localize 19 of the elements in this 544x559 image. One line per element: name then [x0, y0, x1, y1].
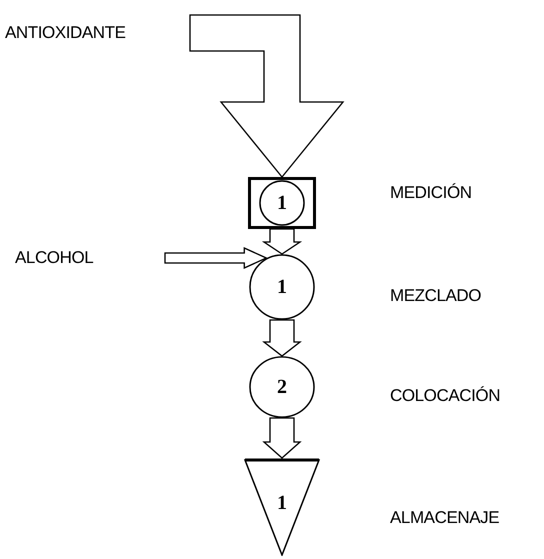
block-arrow: [262, 228, 302, 255]
block-arrow: [189, 14, 344, 178]
step-label: MEZCLADO: [390, 285, 482, 307]
step-number: 1: [277, 491, 287, 516]
block-arrow: [262, 319, 302, 357]
step-number: 1: [277, 275, 287, 300]
input-label: ANTIOXIDANTE: [5, 22, 126, 44]
step-label: MEDICIÓN: [390, 182, 472, 204]
step-number: 2: [277, 375, 287, 400]
operation-circle: [249, 356, 315, 418]
step-label: ALMACENAJE: [390, 507, 500, 529]
step-number: 1: [277, 191, 287, 216]
inspection-box: [248, 177, 316, 229]
operation-circle: [249, 254, 315, 320]
input-label: ALCOHOL: [15, 247, 94, 270]
block-arrow: [164, 247, 268, 269]
storage-triangle: [244, 458, 320, 556]
step-label: COLOCACIÓN: [390, 385, 500, 407]
block-arrow: [262, 417, 302, 459]
